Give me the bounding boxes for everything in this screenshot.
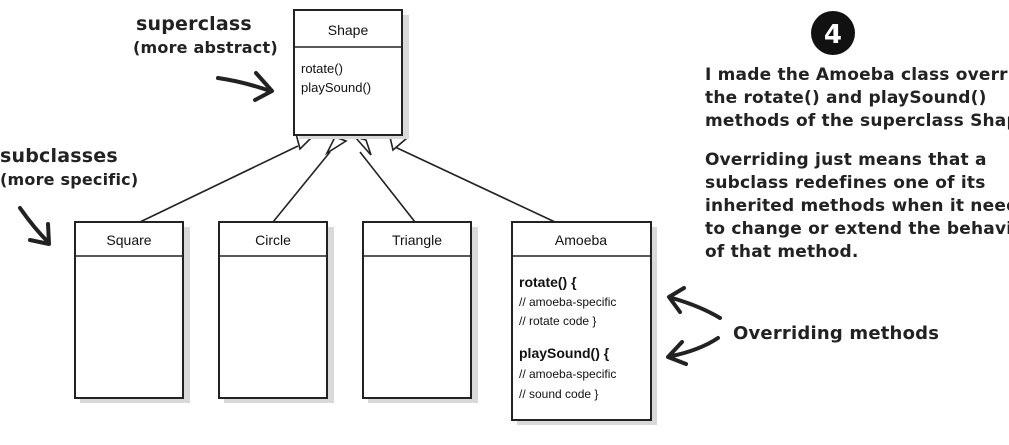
superclass-pointer-arrow-icon: [216, 76, 272, 93]
explanation-notes: I made the Amoeba class override the rot…: [705, 65, 1009, 262]
amoeba-rotate-body: // rotate code }: [519, 314, 596, 328]
step-badge: 4: [811, 11, 855, 55]
shape-class-name: Shape: [328, 22, 369, 38]
shape-class-box: Shape rotate() playSound(): [293, 9, 409, 139]
circle-class-name: Circle: [255, 232, 291, 248]
subclasses-pointer-arrowhead-icon: [28, 222, 51, 246]
circle-generalization-arrowhead: [325, 136, 348, 156]
superclass-annotation: superclass (more abstract): [133, 13, 278, 102]
overriding-annotation: Overriding methods: [666, 286, 939, 366]
subclasses-pointer-arrow-icon: [18, 206, 50, 244]
superclass-label: superclass: [136, 13, 252, 35]
triangle-inheritance-line: [359, 151, 416, 223]
triangle-class-box: Triangle: [362, 221, 478, 403]
note-line: Overriding just means that a: [705, 150, 987, 170]
note-line: of that method.: [705, 242, 859, 262]
subclasses-annotation: subclasses (more specific): [0, 145, 138, 246]
shape-method: playSound(): [301, 80, 371, 95]
overriding-upper-arrow-icon: [670, 296, 722, 320]
square-class-box: Square: [74, 221, 190, 403]
shape-method: rotate(): [301, 61, 343, 76]
overriding-lower-arrowhead-icon: [666, 340, 688, 366]
note-line: I made the Amoeba class override: [705, 65, 1009, 85]
superclass-pointer-arrowhead-icon: [253, 71, 274, 102]
note-line: inherited methods when it needs: [705, 196, 1009, 216]
amoeba-rotate-body: // amoeba-specific: [519, 295, 616, 309]
amoeba-playsound-body: // sound code }: [519, 387, 598, 401]
triangle-class-name: Triangle: [392, 232, 442, 248]
square-inheritance-line: [139, 145, 299, 223]
triangle-generalization-arrowhead: [352, 135, 372, 156]
step-badge-number: 4: [824, 20, 842, 50]
overriding-methods-label: Overriding methods: [733, 323, 939, 344]
amoeba-inheritance-line: [394, 146, 556, 223]
amoeba-class-name: Amoeba: [555, 232, 607, 248]
overriding-lower-arrow-icon: [670, 336, 720, 358]
note-line: methods of the superclass Shape.: [705, 111, 1009, 131]
square-class-name: Square: [106, 232, 151, 248]
superclass-sublabel: (more abstract): [133, 38, 278, 57]
amoeba-rotate-signature: rotate() {: [519, 274, 577, 290]
inheritance-connectors: [139, 128, 556, 223]
overriding-upper-arrowhead-icon: [667, 286, 686, 314]
subclasses-sublabel: (more specific): [0, 170, 138, 189]
subclasses-label: subclasses: [0, 145, 118, 167]
amoeba-playsound-signature: playSound() {: [519, 345, 610, 361]
circle-inheritance-line: [272, 151, 331, 223]
amoeba-class-box: Amoeba rotate() { // amoeba-specific // …: [511, 221, 657, 425]
note-line: to change or extend the behavior: [705, 219, 1009, 239]
amoeba-playsound-body: // amoeba-specific: [519, 367, 616, 381]
note-line: the rotate() and playSound(): [705, 88, 987, 108]
note-line: subclass redefines one of its: [705, 173, 986, 193]
circle-class-box: Circle: [218, 221, 334, 403]
